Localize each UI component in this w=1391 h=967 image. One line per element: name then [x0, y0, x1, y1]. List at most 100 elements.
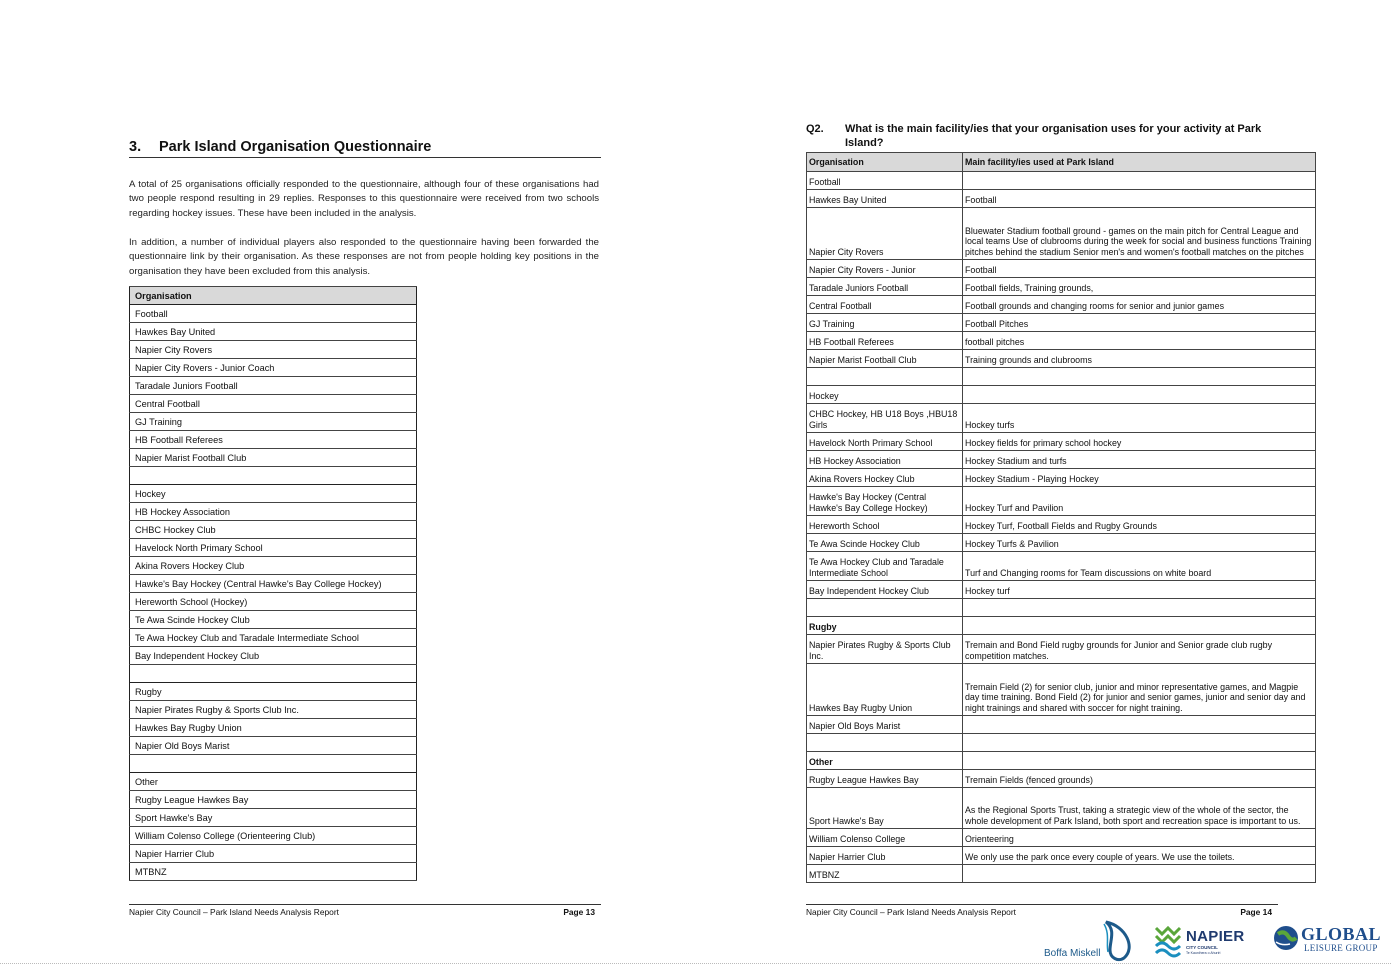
organisation-cell: CHBC Hockey Club	[129, 520, 417, 539]
organisation-cell: Napier Marist Football Club	[129, 448, 417, 467]
table-row: Napier City Rovers	[129, 340, 417, 359]
organisation-cell: Napier City Rovers - Junior Coach	[129, 358, 417, 377]
facility-cell: Hockey Stadium and turfs	[962, 450, 1316, 469]
organisation-cell: Te Awa Scinde Hockey Club	[129, 610, 417, 629]
table-row: Napier Old Boys Marist	[806, 715, 1316, 734]
organisation-cell: Other	[129, 772, 417, 791]
facility-cell: Tremain Field (2) for senior club, junio…	[962, 663, 1316, 716]
organisation-cell: Hawkes Bay Rugby Union	[806, 663, 963, 716]
napier-city-council-logo: NAPIER CITY COUNCIL Te Kaunihera o Ahuri…	[1152, 920, 1252, 960]
table-row: Te Awa Hockey Club and Taradale Intermed…	[806, 551, 1316, 581]
question-number: Q2.	[806, 123, 824, 135]
table-row: HB Football Referees	[129, 430, 417, 449]
section-number: 3.	[129, 139, 142, 155]
footer-right: Napier City Council – Park Island Needs …	[806, 904, 1278, 917]
organisation-cell: Akina Rovers Hockey Club	[806, 468, 963, 487]
facility-column-header: Main facility/ies used at Park Island	[962, 152, 1316, 172]
table-row	[129, 466, 417, 485]
organisation-cell: Havelock North Primary School	[806, 432, 963, 451]
table-row: Football	[806, 171, 1316, 190]
facility-cell	[962, 715, 1316, 734]
facility-cell	[962, 864, 1316, 883]
table-row: Bay Independent Hockey Club	[129, 646, 417, 665]
organisation-cell	[129, 466, 417, 485]
facility-cell: Hockey turfs	[962, 403, 1316, 433]
table-row: Other	[806, 751, 1316, 770]
facility-cell	[962, 598, 1316, 617]
facility-cell	[962, 616, 1316, 635]
organisation-cell: Napier City Rovers - Junior	[806, 259, 963, 278]
table-row: Hockey	[806, 385, 1316, 404]
table-row	[129, 664, 417, 683]
facility-cell: Football	[962, 189, 1316, 208]
table-row: Rugby	[806, 616, 1316, 635]
facility-cell: football pitches	[962, 331, 1316, 350]
table-row: Te Awa Scinde Hockey Club	[129, 610, 417, 629]
organisation-cell: Napier Pirates Rugby & Sports Club Inc.	[129, 700, 417, 719]
exclusion-paragraph: In addition, a number of individual play…	[129, 237, 599, 277]
facility-cell: Football Pitches	[962, 313, 1316, 332]
organisation-column-header: Organisation	[806, 152, 963, 172]
organisation-cell: Napier Marist Football Club	[806, 349, 963, 368]
organisation-cell: Hawke's Bay Hockey (Central Hawke's Bay …	[806, 486, 963, 516]
organisation-cell: HB Hockey Association	[806, 450, 963, 469]
table-row: MTBNZ	[129, 862, 417, 881]
organisation-cell	[129, 754, 417, 773]
table-row: Football	[129, 304, 417, 323]
table-header-row: Organisation	[129, 286, 417, 305]
facility-cell	[962, 385, 1316, 404]
organisation-cell: HB Hockey Association	[129, 502, 417, 521]
table-row: MTBNZ	[806, 864, 1316, 883]
page-bottom-divider	[0, 963, 1391, 964]
table-header-row: Organisation Main facility/ies used at P…	[806, 152, 1316, 172]
intro-paragraph: A total of 25 organisations officially r…	[129, 179, 599, 219]
table-row: Hawke's Bay Hockey (Central Hawke's Bay …	[129, 574, 417, 593]
table-row: Hawkes Bay Rugby Union	[129, 718, 417, 737]
facility-cell: Training grounds and clubrooms	[962, 349, 1316, 368]
napier-logo-sub: CITY COUNCIL	[1186, 945, 1218, 950]
table-row: Rugby	[129, 682, 417, 701]
facility-cell	[962, 171, 1316, 190]
organisation-cell: Sport Hawke's Bay	[806, 787, 963, 829]
organisation-cell: Napier Pirates Rugby & Sports Club Inc.	[806, 634, 963, 664]
table-row: Napier Pirates Rugby & Sports Club Inc.T…	[806, 634, 1316, 664]
organisation-cell: Hawke's Bay Hockey (Central Hawke's Bay …	[129, 574, 417, 593]
facility-cell: Football fields, Training grounds,	[962, 277, 1316, 296]
organisation-cell: Hawkes Bay United	[806, 189, 963, 208]
section-title: Park Island Organisation Questionnaire	[159, 139, 432, 155]
table-row: GJ Training	[129, 412, 417, 431]
organisation-cell: HB Football Referees	[129, 430, 417, 449]
napier-logo-sub2: Te Kaunihera o Ahuriri	[1186, 951, 1221, 955]
table-row: Other	[129, 772, 417, 791]
table-row: Napier Old Boys Marist	[129, 736, 417, 755]
table-row	[806, 733, 1316, 752]
table-row	[129, 754, 417, 773]
organisation-cell: Hereworth School (Hockey)	[129, 592, 417, 611]
organisation-cell: Hereworth School	[806, 515, 963, 534]
organisation-cell: Te Awa Hockey Club and Taradale Intermed…	[806, 551, 963, 581]
organisation-cell: Te Awa Hockey Club and Taradale Intermed…	[129, 628, 417, 647]
global-logo-line1: GLOBAL	[1301, 924, 1382, 944]
facility-cell	[962, 733, 1316, 752]
table-row: Taradale Juniors Football	[129, 376, 417, 395]
footer-report-title: Napier City Council – Park Island Needs …	[806, 907, 1016, 917]
organisation-cell: Napier City Rovers	[806, 207, 963, 260]
table-row: Central Football	[129, 394, 417, 413]
organisation-cell: Napier Old Boys Marist	[129, 736, 417, 755]
table-row: Napier Pirates Rugby & Sports Club Inc.	[129, 700, 417, 719]
facility-cell: Hockey fields for primary school hockey	[962, 432, 1316, 451]
global-leisure-group-logo: GLOBAL LEISURE GROUP	[1272, 924, 1382, 960]
facility-cell: Turf and Changing rooms for Team discuss…	[962, 551, 1316, 581]
napier-logo-name: NAPIER	[1186, 928, 1245, 945]
